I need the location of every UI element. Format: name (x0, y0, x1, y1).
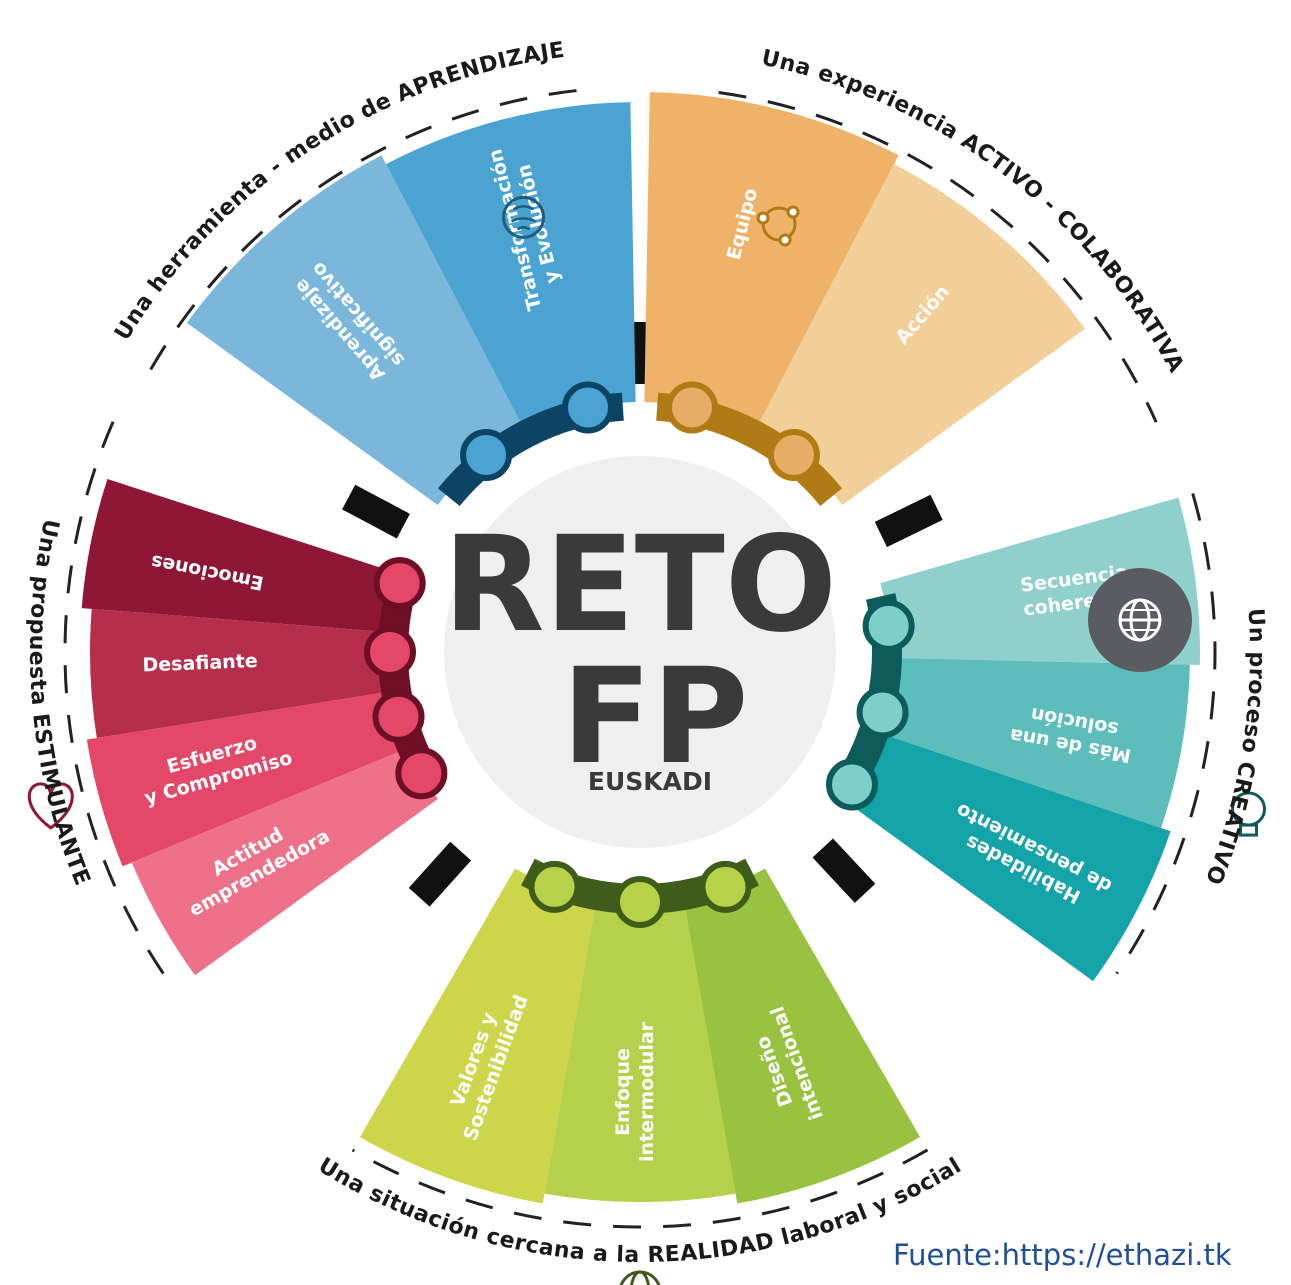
milestone-dot (528, 860, 581, 913)
milestone-dot (665, 381, 718, 434)
milestone-dot (395, 747, 448, 800)
dashed-bracket (149, 88, 582, 371)
brain-icon (502, 195, 546, 239)
globe-icon (619, 1270, 661, 1285)
segment-label: Desafiante (142, 650, 258, 677)
segment-estimulante-1 (81, 478, 403, 633)
connector-bar (342, 484, 410, 539)
outer-label-creativo: Un proceso CREATIVO (1200, 608, 1269, 889)
segment-aprendizaje-1 (186, 155, 525, 506)
segment-realidad-3 (683, 868, 920, 1204)
network-icon (756, 205, 800, 247)
segment-estimulante-4 (131, 747, 438, 976)
segment-colaborativa-2 (755, 164, 1085, 506)
center-subtitle: EUSKADI (588, 767, 712, 796)
milestone-dot (767, 428, 820, 481)
milestone-dot (614, 876, 666, 928)
center-disc (444, 456, 836, 848)
outer-label-estimulante: Una propuesta ESTIMULANTE (24, 517, 95, 890)
segment-realidad-2 (544, 898, 736, 1203)
connector-bar (812, 838, 876, 903)
center-title-reto: RETO (443, 508, 837, 662)
section-aprendizaje: AprendizajesignificativoTransformacióny … (186, 102, 636, 506)
dashed-bracket (351, 1148, 929, 1229)
connector-bar (408, 841, 472, 907)
milestone-dot (862, 599, 915, 652)
milestone-dot (562, 381, 615, 434)
milestone-dot (826, 758, 879, 811)
segment-creativo-3 (842, 732, 1171, 982)
connector-bar (874, 494, 943, 548)
segment-colaborativa-1 (644, 92, 899, 431)
milestone-dot (856, 686, 909, 739)
milestone-dot (460, 428, 513, 481)
source-note: Fuente:https://ethazi.tk (893, 1238, 1232, 1272)
heart-icon (27, 782, 74, 830)
dashed-bracket (1115, 493, 1217, 975)
segment-estimulante-3 (86, 691, 410, 867)
center-title-fp: FP (562, 640, 749, 794)
milestone-dot (364, 626, 416, 678)
overlay-globe-icon[interactable] (1088, 568, 1192, 672)
milestone-dot (373, 557, 426, 610)
milestone-dot (699, 860, 752, 913)
segment-creativo-2 (876, 657, 1190, 829)
segment-realidad-1 (360, 868, 597, 1204)
segment-aprendizaje-2 (386, 102, 636, 431)
lightbulb-icon (1231, 791, 1267, 837)
segment-estimulante-2 (89, 608, 394, 739)
milestone-dot (372, 690, 425, 743)
